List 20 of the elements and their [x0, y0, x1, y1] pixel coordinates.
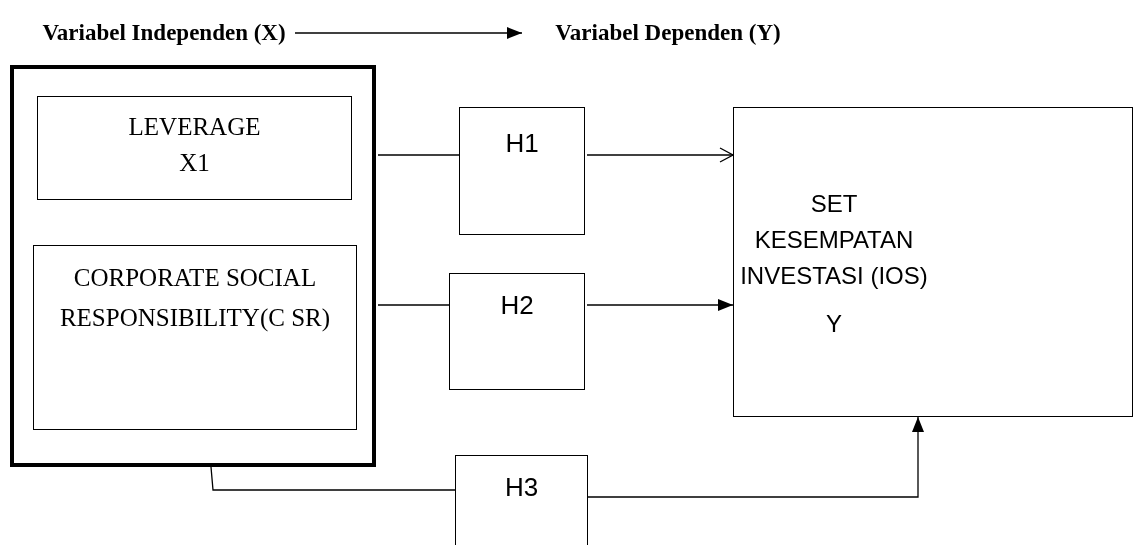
node-text: SET KESEMPATAN INVESTASI (IOS)	[739, 189, 929, 291]
node-text: H1	[505, 127, 539, 160]
arrow	[587, 416, 924, 498]
group-box	[10, 65, 376, 467]
node-text: Y	[825, 309, 843, 339]
hypothesis-box	[449, 273, 585, 390]
arrow	[586, 147, 734, 163]
hypothesis-box	[455, 455, 588, 545]
node-text: H2	[500, 289, 534, 322]
node-text: LEVERAGE X1	[127, 112, 262, 178]
node-text: Variabel Independen (X)	[42, 18, 286, 47]
node-text: Variabel Dependen (Y)	[555, 18, 781, 47]
hypothesis-box	[459, 107, 585, 235]
arrow	[586, 299, 734, 311]
outcome-box	[733, 107, 1133, 417]
variable-box	[37, 96, 352, 200]
arrow	[294, 27, 523, 39]
node-text: H3	[504, 471, 539, 504]
variable-box	[33, 245, 357, 430]
node-text: CORPORATE SOCIAL RESPONSIBILITY(C SR)	[58, 263, 332, 334]
